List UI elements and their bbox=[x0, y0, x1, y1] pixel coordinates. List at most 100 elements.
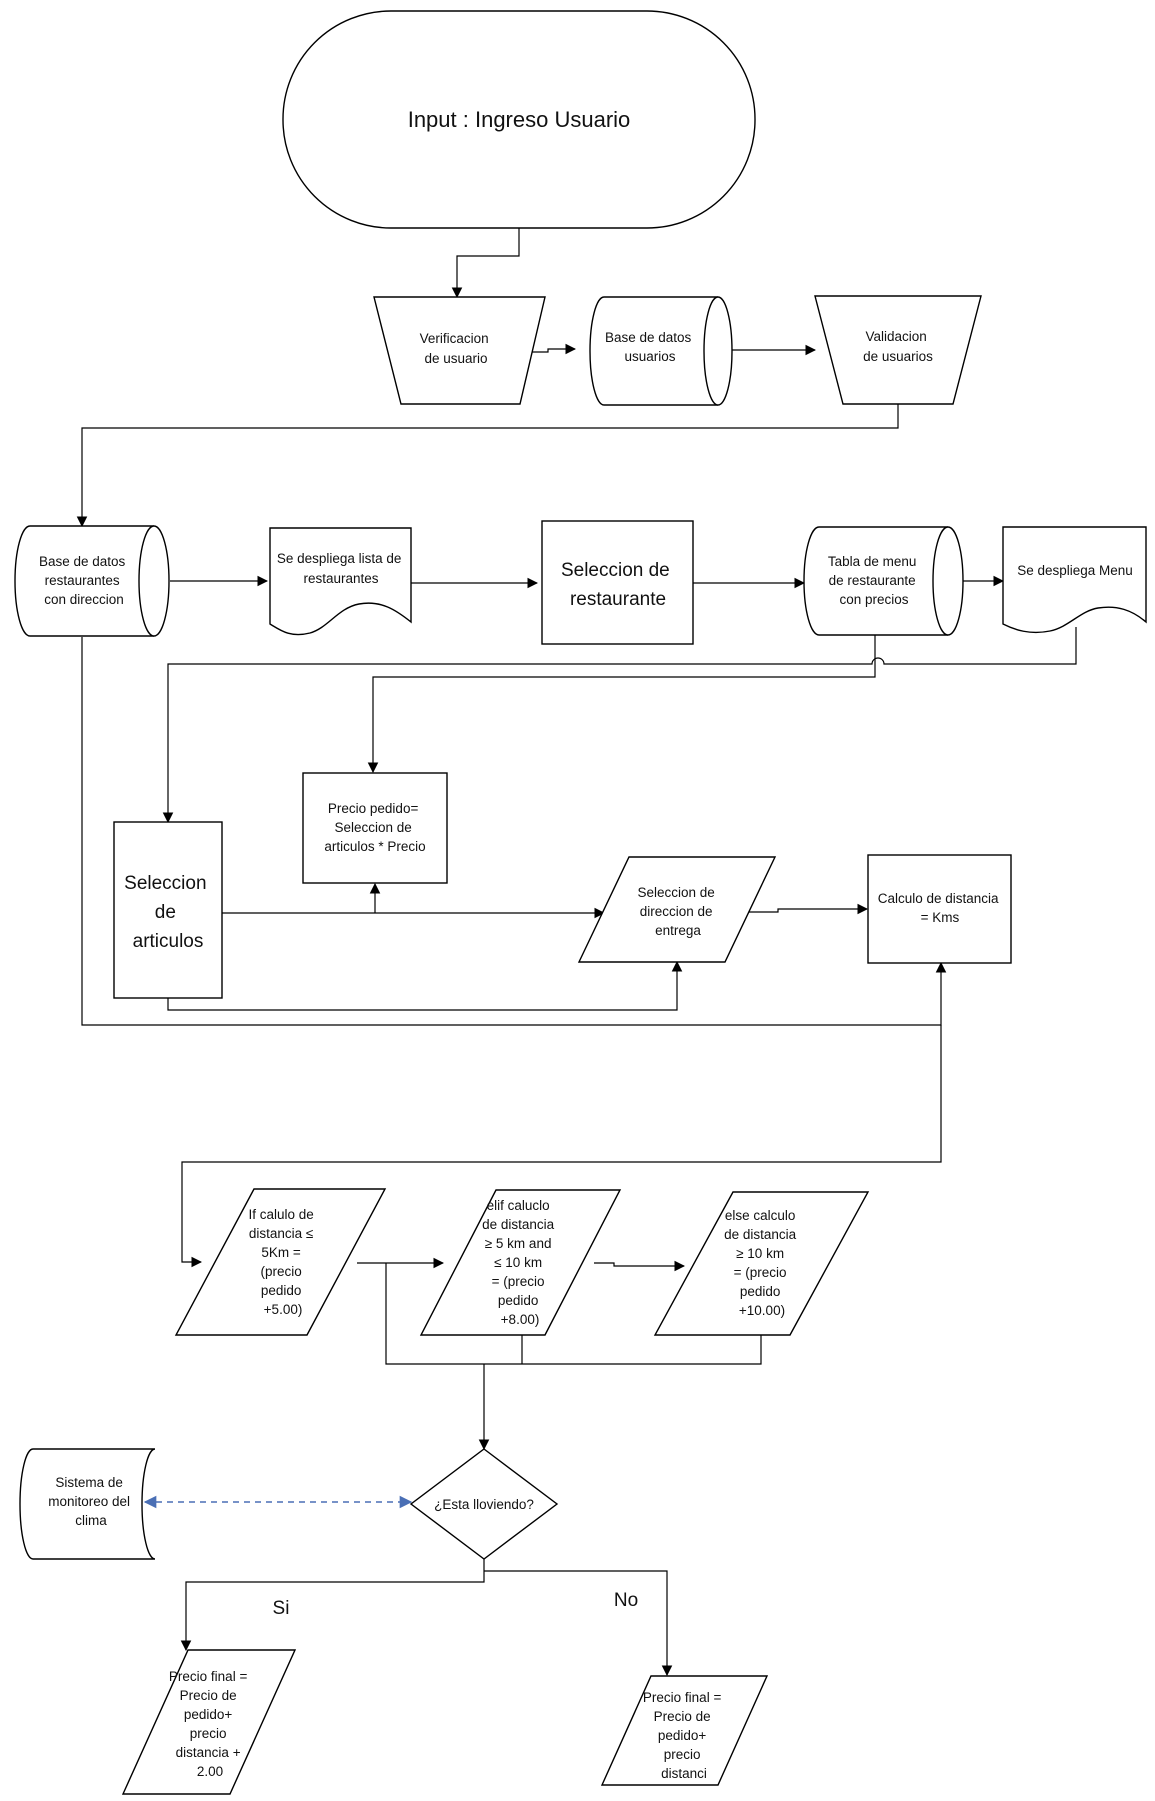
node-label-line: pedido bbox=[498, 1293, 539, 1308]
node-label-line: de distancia bbox=[724, 1227, 797, 1242]
node-label-line: Input : Ingreso Usuario bbox=[408, 107, 631, 132]
node-label-line: con precios bbox=[839, 592, 908, 607]
node-label-line: Tabla de menu bbox=[828, 554, 917, 569]
edge-bd-restaurantes-to-calculo-distancia bbox=[81, 637, 947, 1026]
node-label-line: distancia + bbox=[176, 1745, 241, 1760]
edge-label-no: No bbox=[614, 1590, 638, 1611]
seleccion-restaurante-label: Seleccion de restaurante bbox=[561, 560, 675, 610]
node-label-line: pedido bbox=[261, 1283, 302, 1298]
node-label-line: restaurante bbox=[570, 589, 666, 610]
node-label-line: de bbox=[155, 902, 176, 923]
node-label-line: monitoreo del bbox=[48, 1494, 130, 1509]
lista-document-shape bbox=[269, 527, 412, 636]
seleccion-articulos-label: Seleccion de articulos bbox=[124, 873, 212, 952]
node-label-line: 5Km = bbox=[261, 1245, 301, 1260]
calculo-distancia-process-shape bbox=[867, 854, 1012, 964]
node-label-line: ≥ 5 km and bbox=[485, 1236, 552, 1251]
node-label-line: Precio de bbox=[654, 1709, 711, 1724]
precio-final-si-parallelogram-shape bbox=[121, 1649, 297, 1795]
lista-restaurantes-label: Se despliega lista de restaurantes bbox=[277, 551, 405, 586]
edge-direccion-to-calculo-distancia bbox=[743, 903, 869, 915]
edge-validacion-to-bd-restaurantes bbox=[76, 404, 899, 528]
tabla-menu-label: Tabla de menu de restaurante con precios bbox=[828, 554, 920, 607]
edge-despliega-menu-to-seleccion-articulos bbox=[162, 627, 1077, 824]
seleccion-restaurante-process-shape bbox=[541, 520, 694, 645]
node-label-line: Se despliega lista de bbox=[277, 551, 402, 566]
node-label-line: Se despliega Menu bbox=[1017, 563, 1133, 578]
node-label-line: usuarios bbox=[624, 349, 675, 364]
despliega-menu-document-shape bbox=[1002, 526, 1147, 634]
if-distancia-parallelogram-shape bbox=[174, 1188, 387, 1336]
node-label-line: = (precio bbox=[734, 1265, 787, 1280]
node-label-line: If calulo de bbox=[248, 1207, 313, 1222]
seleccion-articulos-process-shape bbox=[113, 821, 223, 999]
edge-lloviendo-to-no bbox=[484, 1570, 673, 1677]
node-label-line: de usuario bbox=[424, 351, 487, 366]
lloviendo-decision-shape bbox=[409, 1448, 559, 1560]
node-label-line: de restaurante bbox=[829, 573, 916, 588]
node-label-line: Seleccion de bbox=[637, 885, 714, 900]
verificacion-label: Verificacion de usuario bbox=[420, 331, 493, 366]
node-label-line: ≤ 10 km bbox=[494, 1255, 542, 1270]
edge-lloviendo-to-si bbox=[180, 1559, 485, 1652]
node-label-line: de usuarios bbox=[863, 349, 933, 364]
despliega-menu-label: Se despliega Menu bbox=[1017, 563, 1133, 578]
edge-calculos-merge bbox=[385, 1263, 762, 1365]
node-label-line: Precio pedido= bbox=[328, 801, 419, 816]
node-label-line: de distancia bbox=[482, 1217, 555, 1232]
bd-restaurantes-cylinder-cap bbox=[138, 525, 155, 637]
edge-label-si: Si bbox=[273, 1598, 290, 1619]
terminator-input-shape bbox=[282, 10, 756, 229]
precio-final-no-parallelogram-shape bbox=[600, 1675, 769, 1786]
edge-elif-to-else bbox=[594, 1260, 686, 1272]
monitoreo-clima-label: Sistema de monitoreo del clima bbox=[48, 1475, 134, 1528]
lloviendo-label: ¿Esta lloviendo? bbox=[434, 1497, 534, 1512]
edge-input-to-verificacion bbox=[451, 228, 520, 299]
bd-usuarios-cylinder-cap bbox=[703, 296, 719, 406]
node-label-line: pedido+ bbox=[184, 1707, 233, 1722]
node-label-line: distanci bbox=[661, 1766, 707, 1781]
node-label-line: pedido bbox=[740, 1284, 781, 1299]
node-label-line: precio bbox=[664, 1747, 701, 1762]
node-label-line: ≥ 10 km bbox=[736, 1246, 784, 1261]
verificacion-trapezoid-shape bbox=[373, 296, 546, 405]
precio-final-no-label: Precio final = Precio de pedido+ precio … bbox=[643, 1690, 725, 1781]
node-label-line: +8.00) bbox=[501, 1312, 540, 1327]
node-label-line: +5.00) bbox=[264, 1302, 303, 1317]
edge-articulos-bottom-to-direccion bbox=[167, 960, 683, 1011]
node-label-line: Validacion bbox=[865, 329, 926, 344]
node-label-line: con direccion bbox=[44, 592, 124, 607]
validacion-label: Validacion de usuarios bbox=[863, 329, 933, 364]
node-label-line: (precio bbox=[260, 1264, 301, 1279]
node-label-line: clima bbox=[75, 1513, 107, 1528]
node-label-line: direccion de bbox=[640, 904, 713, 919]
node-label-line: articulos bbox=[133, 931, 204, 952]
node-label-line: distancia ≤ bbox=[249, 1226, 313, 1241]
node-label-line: pedido+ bbox=[658, 1728, 707, 1743]
precio-pedido-process-shape bbox=[302, 772, 448, 884]
node-label-line: Verificacion bbox=[420, 331, 489, 346]
node-label-line: Seleccion de bbox=[334, 820, 411, 835]
node-label-line: elif caluclo bbox=[487, 1198, 550, 1213]
node-label-line: restaurantes bbox=[45, 573, 120, 588]
node-label-line: Precio de bbox=[180, 1688, 237, 1703]
node-label-line: ¿Esta lloviendo? bbox=[434, 1497, 534, 1512]
node-label-line: else calculo bbox=[725, 1208, 796, 1223]
node-label-line: precio bbox=[190, 1726, 227, 1741]
node-label-line: Seleccion de bbox=[561, 560, 670, 581]
node-label-line: Base de datos bbox=[39, 554, 126, 569]
node-label-line: Base de datos bbox=[605, 330, 692, 345]
elif-distancia-parallelogram-shape bbox=[419, 1189, 622, 1336]
monitoreo-clima-storage-shape bbox=[19, 1448, 156, 1560]
seleccion-direccion-parallelogram-shape bbox=[577, 856, 777, 963]
node-label-line: restaurantes bbox=[303, 571, 378, 586]
node-label-line: Sistema de bbox=[55, 1475, 123, 1490]
edge-tabla-menu-to-precio-pedido bbox=[367, 631, 876, 774]
node-label-line: = (precio bbox=[492, 1274, 545, 1289]
node-labels: Input : Ingreso Usuario Verificacion de … bbox=[39, 107, 1133, 1781]
node-label-line: Calculo de distancia bbox=[878, 891, 999, 906]
if-distancia-label: If calulo de distancia ≤ 5Km = (precio p… bbox=[248, 1207, 317, 1317]
tabla-menu-cylinder-cap bbox=[932, 526, 949, 636]
seleccion-direccion-label: Seleccion de direccion de entrega bbox=[637, 885, 718, 938]
